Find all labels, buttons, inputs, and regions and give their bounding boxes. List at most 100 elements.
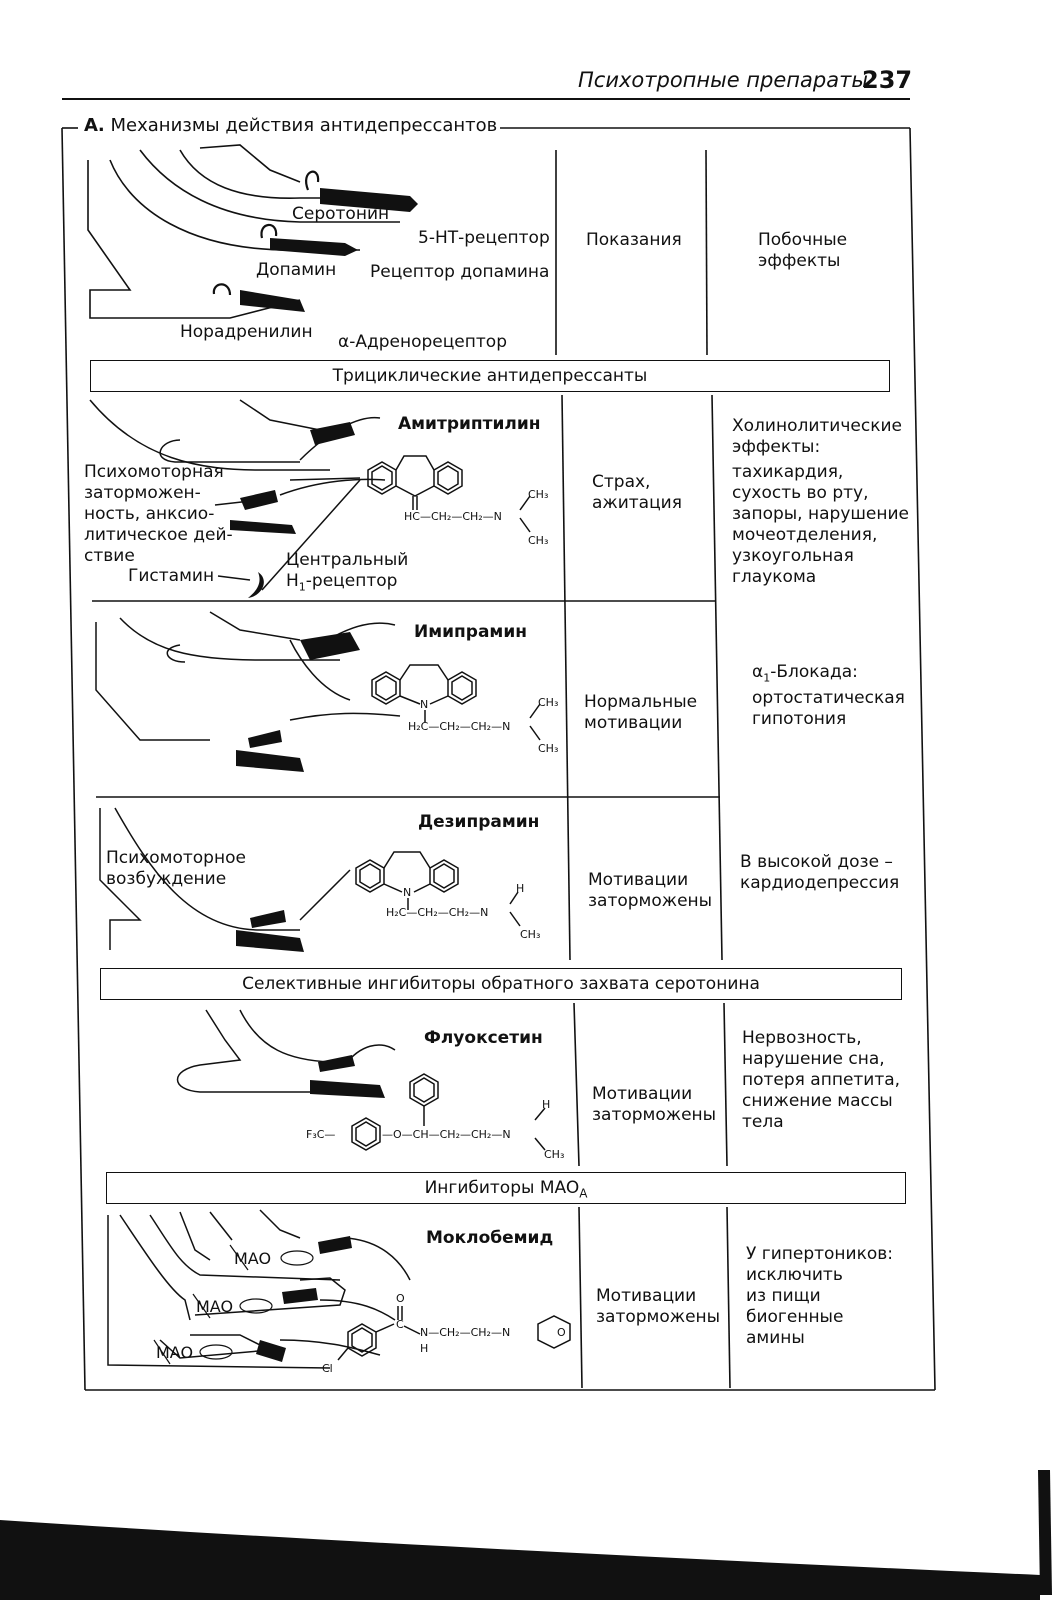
label-central-h1-receptor: Центральный H1-рецептор — [286, 550, 408, 597]
drug-name-imipramine: Имипрамин — [414, 622, 527, 642]
amitriptyline-effect-text: Психомоторная заторможен- ность, анксио-… — [84, 462, 233, 567]
side-title-line2: эффекты: — [732, 437, 821, 457]
group-band-mao-sub: A — [579, 1186, 588, 1201]
column-header-side-effects-line2: эффекты — [758, 251, 841, 271]
amitriptyline-ch3-top: CH₃ — [528, 488, 549, 501]
imipramine-indication-line2: мотивации — [584, 713, 683, 733]
alpha-symbol: α — [752, 662, 764, 682]
group-band-mao-text: Ингибиторы MAO — [424, 1178, 580, 1198]
header-rule — [62, 98, 910, 100]
moclobemide-cl: Cl — [322, 1362, 333, 1375]
fluoxetine-h: H — [542, 1098, 551, 1111]
moclobemide-indication-line1: Мотивации — [596, 1286, 697, 1306]
desipramine-ch3-bottom: CH₃ — [520, 928, 541, 941]
fluoxetine-side-line: нарушение сна, — [742, 1049, 885, 1069]
fluoxetine-side-line: снижение массы — [742, 1091, 893, 1111]
moclobemide-indication-line2: заторможены — [596, 1307, 721, 1327]
desipramine-indication-line1: Мотивации — [588, 870, 689, 890]
moclobemide-side-line: из пищи — [746, 1286, 821, 1306]
section-title-text: Механизмы действия антидепрессантов — [110, 115, 498, 136]
alpha-blockade: -Блокада: — [770, 662, 858, 682]
imipramine-ch3-bottom: CH₃ — [538, 742, 559, 755]
amitriptyline-indication-line1: Страх, — [592, 472, 651, 492]
amitriptyline-effect-line: Психомоторная — [84, 462, 224, 482]
moclobemide-side-line: амины — [746, 1328, 805, 1348]
desipramine-side-line2: кардиодепрессия — [740, 873, 900, 893]
label-serotonin: Серотонин — [292, 204, 390, 224]
drug-name-fluoxetine: Флуоксетин — [424, 1028, 543, 1048]
group-band-tricyclic: Трициклические антидепрессанты — [90, 360, 890, 392]
amitriptyline-effect-line: ность, анксио- — [84, 504, 215, 524]
side-title-line1: Холинолитические — [732, 416, 902, 436]
moclobemide-side-effects: У гипертоников: исключить из пищи биоген… — [746, 1244, 893, 1349]
drug-name-moclobemide: Моклобемид — [426, 1228, 554, 1248]
imipramine-indication-line1: Нормальные — [584, 692, 698, 712]
column-header-side-effects: Побочные эффекты — [758, 230, 847, 272]
label-dopamine: Допамин — [256, 260, 337, 280]
fluoxetine-indication: Мотивации заторможены — [592, 1084, 716, 1126]
imipramine-n: N — [420, 698, 429, 711]
desipramine-side-effects: В высокой дозе – кардиодепрессия — [740, 852, 899, 894]
amitriptyline-side-effects: Холинолитические эффекты: тахикардия, су… — [732, 416, 909, 588]
moclobemide-side-line: исключить — [746, 1265, 843, 1285]
fluoxetine-side-line: Нервозность, — [742, 1028, 862, 1048]
side-line: запоры, нарушение — [732, 504, 910, 524]
alpha-sub: 1 — [763, 671, 771, 685]
central-receptor-sub: 1 — [298, 580, 306, 594]
moclobemide-chain: N—CH₂—CH₂—N — [420, 1326, 511, 1339]
drug-name-amitriptyline: Амитриптилин — [398, 414, 541, 434]
desipramine-indication: Мотивации заторможены — [588, 870, 712, 912]
label-histamine: Гистамин — [128, 566, 215, 586]
desipramine-h: H — [516, 882, 525, 895]
section-title: А. Механизмы действия антидепрессантов — [84, 115, 497, 136]
desipramine-chain: H₂C—CH₂—CH₂—N — [386, 906, 489, 919]
moclobemide-indication: Мотивации заторможены — [596, 1286, 720, 1328]
label-noradrenaline: Норадренилин — [180, 322, 313, 342]
fluoxetine-side-line: потеря аппетита, — [742, 1070, 901, 1090]
side-line: мочеотделения, — [732, 525, 878, 545]
side-line: тахикардия, — [732, 462, 844, 482]
fluoxetine-indication-line2: заторможены — [592, 1105, 717, 1125]
section-label: А. — [84, 115, 105, 136]
desipramine-effect-text: Психомоторное возбуждение — [106, 848, 246, 890]
amitriptyline-indication: Страх, ажитация — [592, 472, 682, 514]
group-band-mao: Ингибиторы MAOA — [106, 1172, 906, 1204]
fluoxetine-indication-line1: Мотивации — [592, 1084, 693, 1104]
desipramine-effect-line1: Психомоторное — [106, 848, 246, 868]
amitriptyline-effect-line: литическое дей- — [84, 525, 233, 545]
side-line: сухость во рту, — [732, 483, 869, 503]
moclobemide-side-line: биогенные — [746, 1307, 844, 1327]
amitriptyline-effect-line: заторможен- — [84, 483, 201, 503]
column-header-indications: Показания — [586, 230, 682, 250]
mao-label-2: MAO — [196, 1297, 234, 1316]
imipramine-indication: Нормальные мотивации — [584, 692, 697, 734]
central-receptor-suffix: -рецептор — [305, 571, 398, 591]
imipramine-side-line3: гипотония — [752, 709, 847, 730]
fluoxetine-side-effects: Нервозность, нарушение сна, потеря аппет… — [742, 1028, 900, 1133]
desipramine-side-line1: В высокой дозе – — [740, 852, 893, 872]
desipramine-indication-line2: заторможены — [588, 891, 713, 911]
central-receptor-h: H — [286, 571, 299, 591]
label-alpha-receptor: α-Адренорецептор — [338, 332, 507, 352]
moclobemide-o-ring: O — [557, 1326, 566, 1339]
label-dopamine-receptor: Рецептор допамина — [370, 262, 550, 282]
moclobemide-o: O — [396, 1292, 405, 1305]
amitriptyline-effect-line: ствие — [84, 546, 135, 566]
imipramine-side-effects: α1-Блокада: ортостатическая гипотония — [752, 662, 905, 730]
group-band-ssri: Селективные ингибиторы обратного захвата… — [100, 968, 902, 1000]
amitriptyline-ch3-bottom: CH₃ — [528, 534, 549, 547]
label-5ht-receptor: 5-НТ-рецептор — [418, 228, 550, 248]
desipramine-effect-line2: возбуждение — [106, 869, 227, 889]
column-header-side-effects-line1: Побочные — [758, 230, 848, 250]
fluoxetine-side-line: тела — [742, 1112, 784, 1132]
central-receptor-line2: H1-рецептор — [286, 571, 408, 597]
moclobemide-side-line: У гипертоников: — [746, 1244, 893, 1264]
side-line: глаукома — [732, 567, 817, 587]
mao-label-3: MAO — [156, 1343, 194, 1362]
amitriptyline-indication-line2: ажитация — [592, 493, 682, 513]
imipramine-side-line2: ортостатическая — [752, 688, 905, 709]
side-line: узкоугольная — [732, 546, 854, 566]
central-receptor-line1: Центральный — [286, 550, 409, 570]
imipramine-side-line1: α1-Блокада: — [752, 662, 905, 688]
